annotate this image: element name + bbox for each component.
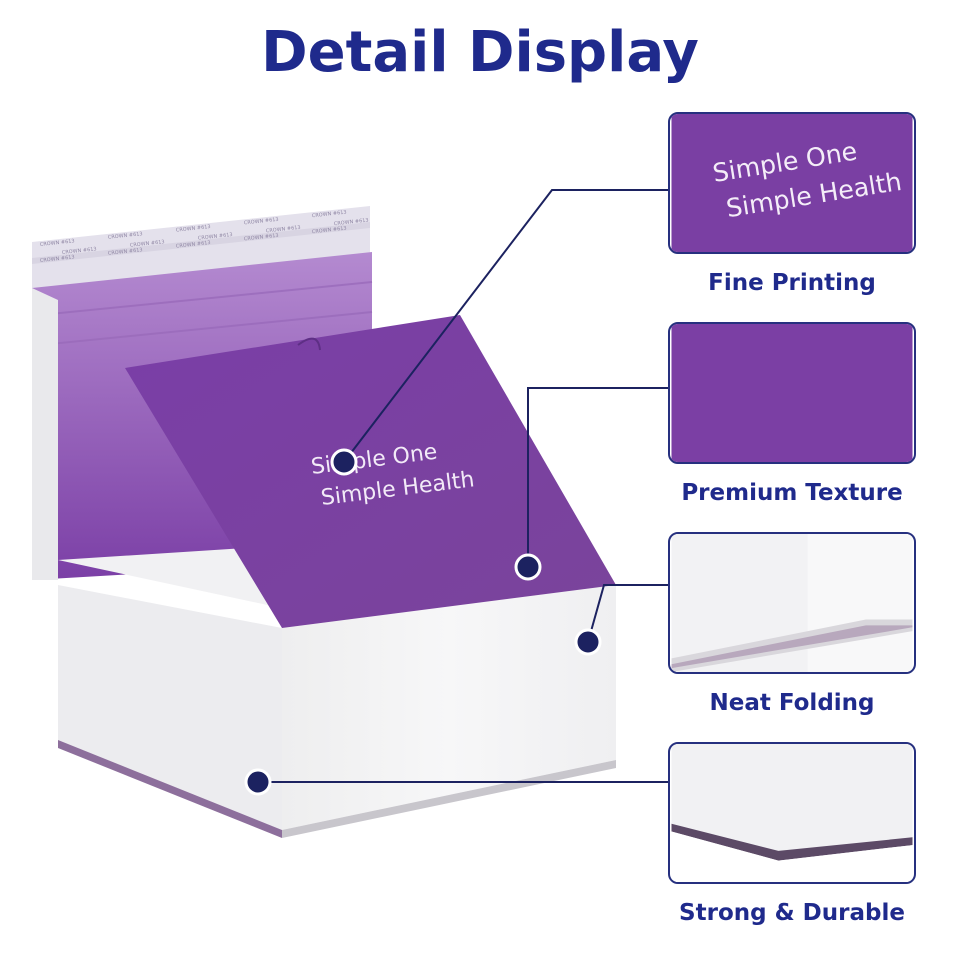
tape-print-text: CROWN #613 <box>312 210 347 220</box>
label-fine-printing: Fine Printing <box>708 270 876 296</box>
tape-print-text: CROWN #613 <box>198 232 233 242</box>
callout-dot-printing <box>330 448 358 476</box>
tape-print-text: CROWN #613 <box>108 231 143 241</box>
detail-card-premium-texture <box>668 322 916 464</box>
tape-print-text: CROWN #613 <box>40 238 75 248</box>
label-premium-texture: Premium Texture <box>681 480 903 506</box>
tape-print-text: CROWN #613 <box>244 217 279 227</box>
callout-dot-folding <box>574 628 602 656</box>
tape-print-text: CROWN #613 <box>334 218 369 228</box>
tape-print-text: CROWN #613 <box>266 225 301 235</box>
callout-dot-texture <box>514 553 542 581</box>
label-neat-folding: Neat Folding <box>709 690 875 716</box>
detail-card-fine-printing: Simple One Simple Health <box>668 112 916 254</box>
box-lid <box>125 315 616 628</box>
tape-print-text: CROWN #613 <box>176 240 211 250</box>
left-side-wall <box>32 288 58 580</box>
callout-lines <box>258 189 668 783</box>
tape-print-text: CROWN #613 <box>176 224 211 234</box>
tape-print-text: CROWN #613 <box>62 246 97 256</box>
tape-print-text: CROWN #613 <box>40 254 75 264</box>
callout-dot-durable <box>244 768 272 796</box>
tape-print-text: CROWN #613 <box>312 226 347 236</box>
detail-card-strong-durable <box>668 742 916 884</box>
right-wall <box>282 585 616 830</box>
label-strong-durable: Strong & Durable <box>679 900 905 926</box>
callout-dots <box>244 448 602 796</box>
front-wall <box>58 585 282 830</box>
detail-card-neat-folding <box>668 532 916 674</box>
tape-strip <box>32 206 370 290</box>
tape-print-text: CROWN #613 <box>130 239 165 249</box>
tape-print-text: CROWN #613 <box>108 247 143 257</box>
page-title: Detail Display <box>261 20 699 85</box>
tape-print-text: CROWN #613 <box>244 233 279 243</box>
